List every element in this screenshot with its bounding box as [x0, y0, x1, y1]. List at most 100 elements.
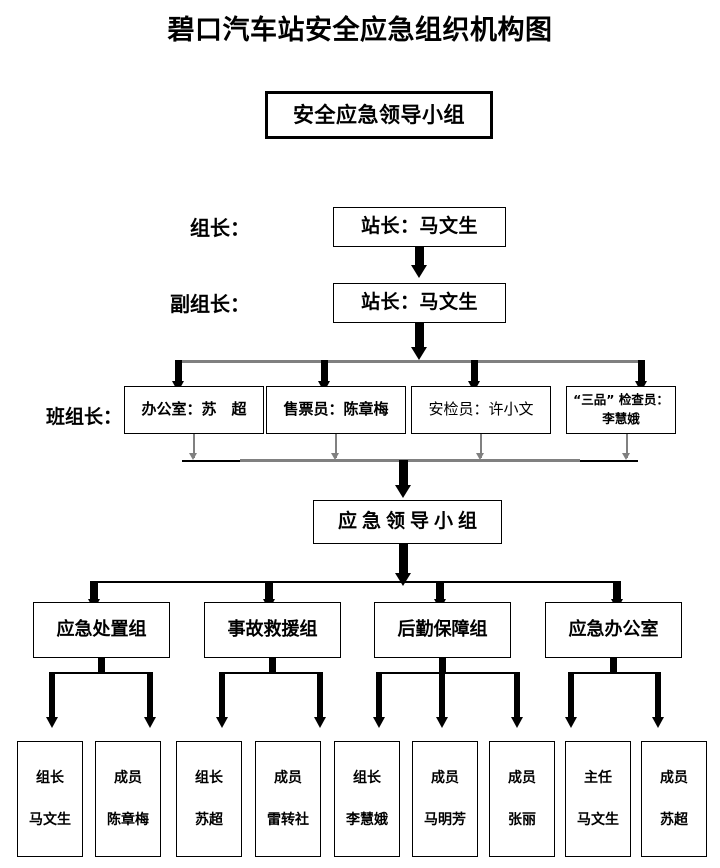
bar-g3 [379, 672, 519, 674]
box-member-1[interactable]: 组长 马文生 [17, 741, 83, 857]
box-team-ticket-seller-label: 售票员：陈章梅 [283, 400, 389, 419]
connector-team-2 [321, 360, 328, 384]
connector-g3-m2 [439, 672, 445, 720]
box-member-2-role: 成员 [114, 769, 142, 786]
label-deputy-group-leader: 副组长： [170, 292, 250, 316]
arrow-g2-m2-icon [314, 717, 326, 728]
connector-teams-to-emergency [399, 460, 408, 488]
box-team-three-goods-inspector[interactable]: “三品” 检查员： 李慧娥 [566, 386, 676, 434]
box-member-5-name: 李慧娥 [346, 812, 388, 828]
label-group-leader: 组长： [190, 216, 250, 240]
box-team-ticket-seller[interactable]: 售票员：陈章梅 [266, 386, 406, 434]
box-member-1-name: 马文生 [29, 812, 71, 828]
box-team-security-inspector[interactable]: 安检员：许小文 [411, 386, 551, 434]
box-team-office-label: 办公室：苏 超 [141, 400, 247, 419]
connector-g1-m1 [49, 672, 55, 720]
box-member-9-role: 成员 [660, 769, 688, 786]
converge-line-3 [480, 434, 482, 458]
box-member-6-role: 成员 [431, 769, 459, 786]
box-member-2-name: 陈章梅 [107, 812, 149, 828]
box-team-three-goods-inspector-line2: 李慧娥 [602, 411, 640, 426]
converge-arrow-3-icon [476, 453, 484, 460]
connector-deputy-to-teams [415, 323, 424, 350]
arrow-emergency-to-groups-icon [395, 573, 411, 586]
connector-emergency-to-groups [399, 544, 408, 576]
connector-leader-to-deputy [415, 247, 424, 268]
arrow-g1-m1-icon [46, 717, 58, 728]
bar-g4 [571, 672, 661, 674]
box-emergency-leading-group[interactable]: 应急领导小组 [313, 500, 502, 544]
connector-group-1 [90, 581, 98, 603]
converge-line-2 [335, 434, 337, 458]
connector-g3-stem [439, 658, 446, 674]
box-member-7[interactable]: 成员 张丽 [489, 741, 555, 857]
connector-team-1 [175, 360, 182, 384]
box-group-leader-station-master[interactable]: 站长：马文生 [333, 207, 506, 247]
box-member-9-name: 苏超 [660, 812, 688, 828]
box-group-emergency-response[interactable]: 应急处置组 [33, 602, 170, 658]
box-member-6-name: 马明芳 [424, 812, 466, 828]
box-member-5[interactable]: 组长 李慧娥 [334, 741, 400, 857]
connector-g2-m2 [317, 672, 323, 720]
connector-g4-stem [610, 658, 617, 674]
box-member-8-role: 主任 [584, 769, 612, 786]
arrow-g4-m1-icon [565, 717, 577, 728]
box-group-emergency-office-label: 应急办公室 [568, 618, 659, 640]
box-member-2[interactable]: 成员 陈章梅 [95, 741, 161, 857]
connector-team-3 [471, 360, 478, 384]
distribution-bar-teams [175, 360, 645, 363]
box-group-accident-rescue-label: 事故救援组 [227, 618, 318, 640]
box-member-8[interactable]: 主任 马文生 [565, 741, 631, 857]
arrow-teams-to-emergency-icon [395, 485, 411, 498]
box-team-office[interactable]: 办公室：苏 超 [124, 386, 264, 434]
box-group-accident-rescue[interactable]: 事故救援组 [204, 602, 341, 658]
connector-group-4 [613, 581, 621, 603]
box-member-3-name: 苏超 [195, 812, 223, 828]
box-team-three-goods-inspector-line1: “三品” 检查员： [573, 392, 669, 408]
box-team-security-inspector-label: 安检员：许小文 [428, 400, 534, 419]
box-member-9[interactable]: 成员 苏超 [641, 741, 707, 857]
connector-g3-m3 [514, 672, 520, 720]
converge-arrow-1-icon [189, 453, 197, 460]
converge-arrow-4-icon [622, 453, 630, 460]
connector-team-4 [638, 360, 645, 384]
box-deputy-leader-station-master[interactable]: 站长：马文生 [333, 283, 506, 323]
box-member-7-name: 张丽 [508, 812, 536, 828]
top-box-safety-emergency-leading-group[interactable]: 安全应急领导小组 [265, 91, 493, 139]
connector-group-2 [265, 581, 273, 603]
connector-g3-m1 [376, 672, 382, 720]
bar-g1 [52, 672, 152, 674]
box-member-3[interactable]: 组长 苏超 [176, 741, 242, 857]
connector-g2-m1 [219, 672, 225, 720]
box-member-3-role: 组长 [195, 769, 223, 786]
distribution-bar-groups [93, 581, 620, 583]
connector-g1-m2 [147, 672, 153, 720]
box-member-8-name: 马文生 [577, 812, 619, 828]
label-shift-leader: 班组长： [45, 406, 122, 428]
arrow-g4-m2-icon [652, 717, 664, 728]
connector-g4-m1 [568, 672, 574, 720]
box-member-4-role: 成员 [274, 769, 302, 786]
arrow-g1-m2-icon [144, 717, 156, 728]
connector-group-3 [436, 581, 444, 603]
box-group-emergency-office[interactable]: 应急办公室 [545, 602, 682, 658]
box-group-emergency-response-label: 应急处置组 [56, 618, 147, 640]
connector-g4-m2 [655, 672, 661, 720]
converge-arrow-2-icon [331, 453, 339, 460]
box-member-5-role: 组长 [353, 769, 381, 786]
box-member-6[interactable]: 成员 马明芳 [412, 741, 478, 857]
box-group-leader-label: 站长：马文生 [360, 215, 478, 238]
bar-g2 [222, 672, 322, 674]
converge-line-1 [193, 434, 195, 458]
top-box-label: 安全应急领导小组 [293, 102, 465, 127]
box-member-4[interactable]: 成员 雷转社 [255, 741, 321, 857]
connector-g1-stem [98, 658, 105, 674]
page-title: 碧口汽车站安全应急组织机构图 [167, 15, 553, 46]
arrow-g3-m1-icon [373, 717, 385, 728]
converge-bar-emergency-gray [240, 459, 580, 462]
box-member-7-role: 成员 [508, 769, 536, 786]
box-group-logistics-support[interactable]: 后勤保障组 [374, 602, 511, 658]
box-member-4-name: 雷转社 [267, 812, 309, 828]
box-member-1-role: 组长 [36, 769, 64, 786]
box-deputy-leader-label: 站长：马文生 [360, 291, 478, 314]
